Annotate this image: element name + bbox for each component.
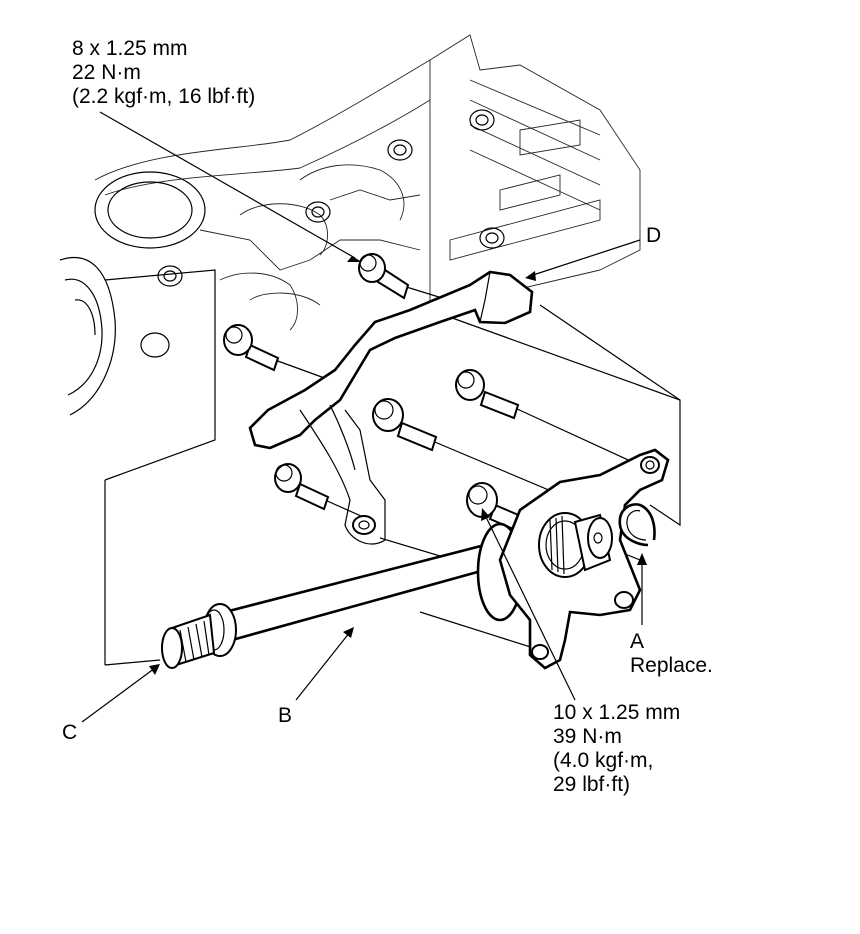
label-c: C	[62, 721, 78, 744]
bolt-bracket-center	[372, 398, 438, 452]
lower-bolt-torque-imperial-2: 29 lbf·ft)	[553, 773, 631, 796]
housing-left-flange	[59, 171, 206, 416]
label-a-note: Replace.	[630, 654, 713, 677]
leader-lines	[81, 111, 647, 723]
engine-block-outline	[94, 34, 641, 331]
lower-bolt-size: 10 x 1.25 mm	[553, 701, 681, 724]
lower-bolt-torque-nm: 39 N·m	[553, 725, 622, 748]
upper-bolt-torque-imperial: (2.2 kgf·m, 16 lbf·ft)	[72, 85, 256, 108]
projection-planes	[104, 269, 681, 666]
upper-bolt-torque-spec: 8 x 1.25 mm 22 N·m (2.2 kgf·m, 16 lbf·ft…	[72, 37, 255, 109]
label-a: A	[630, 630, 645, 653]
upper-bolt-size: 8 x 1.25 mm	[72, 37, 188, 60]
bolt-bracket-lower	[274, 463, 330, 511]
label-a-group: A Replace.	[630, 630, 713, 678]
lower-bolt-torque-imperial-1: (4.0 kgf·m,	[553, 749, 654, 772]
label-b: B	[278, 704, 293, 727]
bearing-support	[498, 448, 670, 670]
housing-bosses	[140, 109, 505, 358]
label-d: D	[646, 224, 662, 247]
lower-bolt-torque-spec: 10 x 1.25 mm 39 N·m (4.0 kgf·m, 29 lbf·f…	[553, 701, 680, 797]
snap-ring-a	[618, 503, 656, 547]
bracket-d	[248, 270, 534, 545]
intermediate-shaft-b	[161, 522, 524, 669]
bolt-bracket-right	[455, 369, 520, 420]
upper-bolt-torque-nm: 22 N·m	[72, 61, 141, 84]
bolt-bracket-left	[223, 324, 280, 372]
bolt-upper-torque	[358, 253, 410, 300]
